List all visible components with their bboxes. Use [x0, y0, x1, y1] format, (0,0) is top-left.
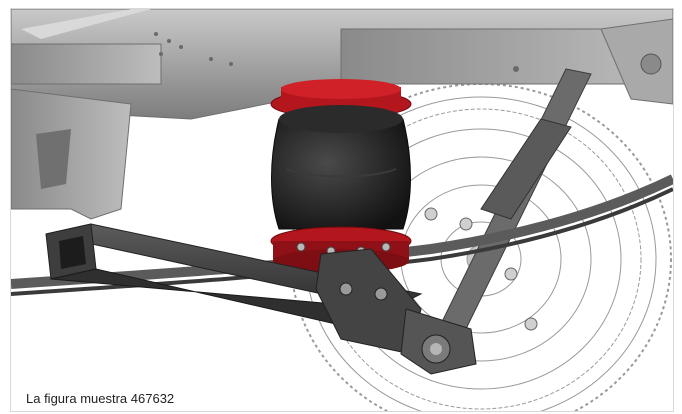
air-spring	[270, 79, 412, 273]
air-suspension-illustration	[11, 9, 673, 411]
chassis-frame	[11, 9, 673, 120]
shock-absorber	[435, 68, 592, 340]
hub-bolts	[424, 207, 538, 331]
figure-caption: La figura muestra 467632	[23, 390, 178, 407]
lower-mount	[315, 248, 477, 375]
image-frame: La figura muestra 467632	[10, 8, 674, 412]
left-bracket	[11, 88, 132, 220]
